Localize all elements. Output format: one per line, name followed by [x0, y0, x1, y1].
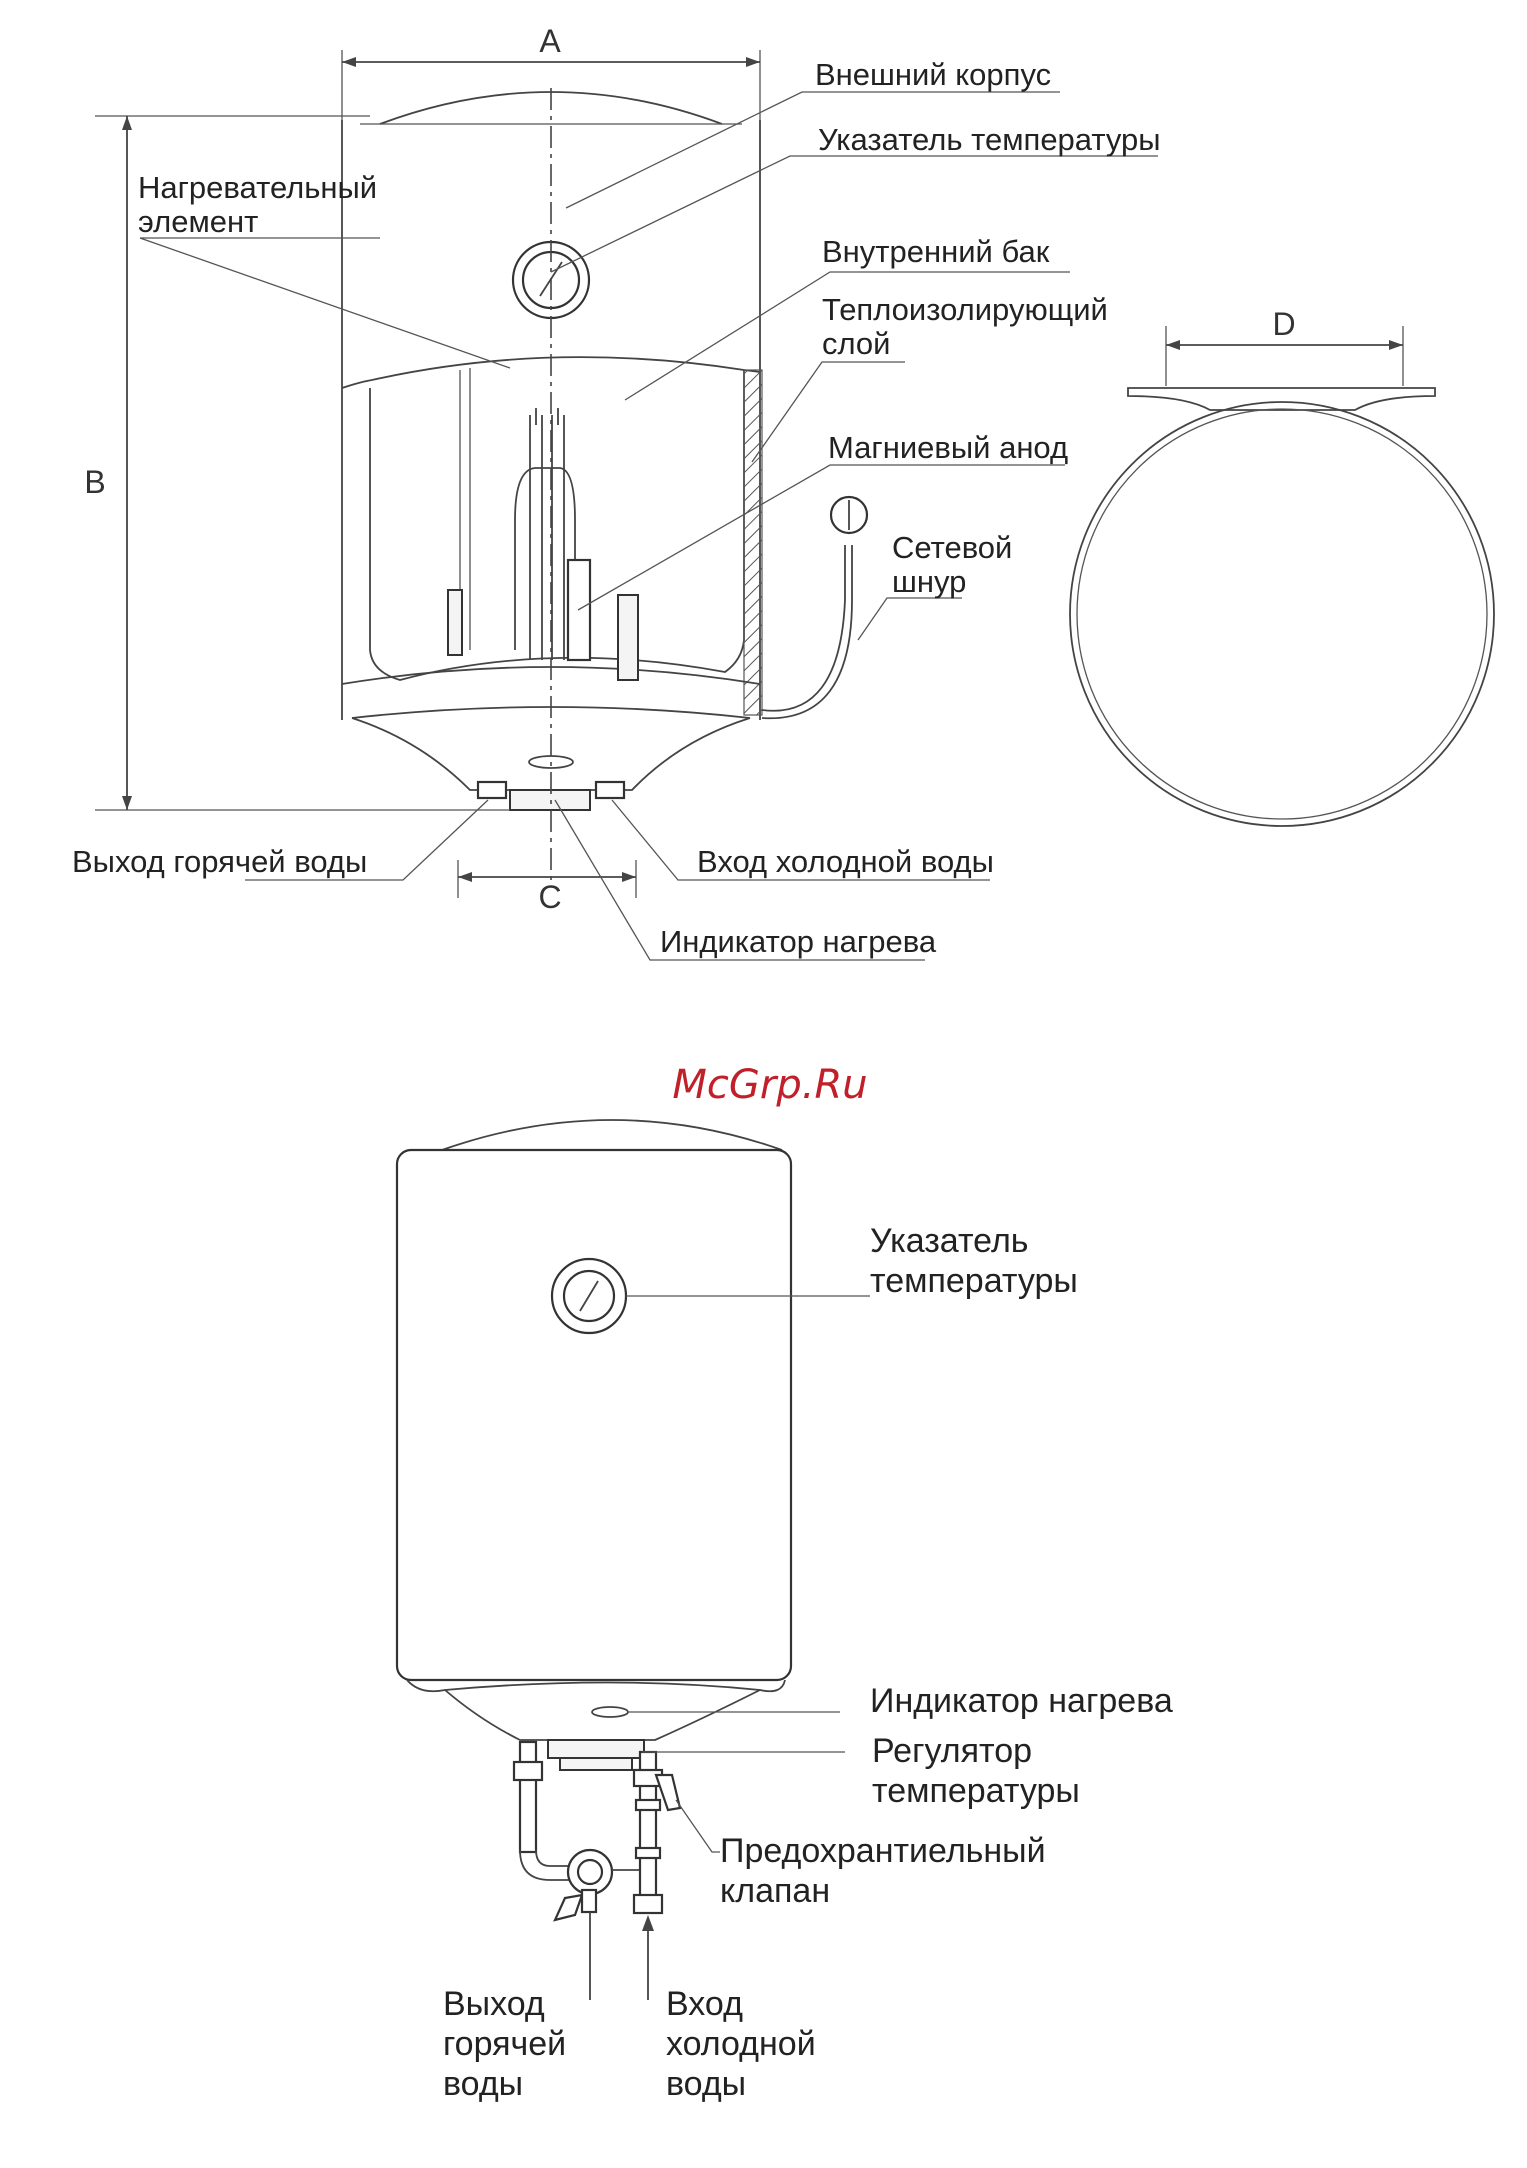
- inner-tank-shape: [341, 356, 763, 719]
- label-bottom-heating-indicator: Индикатор нагрева: [870, 1682, 1173, 1720]
- dimension-c-label: C: [538, 879, 561, 915]
- label-bottom-temp-gauge-1: Указатель: [870, 1222, 1029, 1260]
- label-insulation-2: слой: [822, 326, 891, 361]
- label-bottom-cold-inlet-3: воды: [666, 2065, 746, 2103]
- cutaway-diagram: A B C: [72, 23, 1161, 961]
- label-safety-valve-1: Предохрантиельный: [720, 1832, 1046, 1870]
- dimension-d-label: D: [1272, 306, 1295, 342]
- magnesium-anode-shape: [447, 558, 639, 681]
- label-temperature-gauge: Указатель температуры: [818, 122, 1161, 157]
- label-inner-tank: Внутренний бак: [822, 234, 1050, 269]
- label-outer-casing: Внешний корпус: [815, 57, 1051, 92]
- dimension-b-label: B: [84, 464, 105, 500]
- label-heating-indicator: Индикатор нагрева: [660, 924, 937, 959]
- label-thermostat-1: Регулятор: [872, 1732, 1032, 1770]
- dimension-a: A: [341, 23, 761, 120]
- label-bottom-hot-outlet-2: горячей: [443, 2025, 566, 2063]
- watermark-text: McGrp.Ru: [672, 1062, 867, 1108]
- power-cord-shape: [761, 495, 869, 720]
- label-heating-element-2: элемент: [138, 204, 258, 239]
- label-insulation-1: Теплоизолирующий: [822, 292, 1108, 327]
- label-thermostat-2: температуры: [872, 1772, 1080, 1810]
- label-safety-valve-2: клапан: [720, 1872, 830, 1910]
- label-power-cord-1: Сетевой: [892, 530, 1012, 565]
- dimension-b: B: [84, 115, 510, 811]
- top-view-diagram: D: [1069, 306, 1495, 827]
- heating-element-shape: [514, 408, 576, 660]
- dimension-a-label: A: [539, 23, 561, 59]
- label-cold-water-inlet: Вход холодной воды: [697, 844, 994, 879]
- label-bottom-temp-gauge-2: температуры: [870, 1262, 1078, 1300]
- label-heating-element-1: Нагревательный: [138, 170, 377, 205]
- bottom-leader-lines: [626, 1295, 870, 1853]
- label-bottom-cold-inlet-2: холодной: [666, 2025, 816, 2063]
- label-hot-water-outlet: Выход горячей воды: [72, 844, 367, 879]
- dimension-c: C: [457, 860, 637, 915]
- exterior-body-shape: [395, 1148, 793, 1682]
- label-magnesium-anode: Магниевый анод: [828, 430, 1068, 465]
- top-leader-lines: [139, 91, 1158, 961]
- pipe-assembly: [512, 1740, 682, 2000]
- label-bottom-cold-inlet-1: Вход: [666, 1985, 743, 2023]
- label-bottom-hot-outlet-3: воды: [443, 2065, 523, 2103]
- bottom-temperature-gauge: [550, 1257, 628, 1335]
- label-power-cord-2: шнур: [892, 564, 966, 599]
- label-bottom-hot-outlet-1: Выход: [443, 1985, 545, 2023]
- exterior-diagram: Указатель температуры Индикатор нагрева …: [395, 1119, 1173, 2103]
